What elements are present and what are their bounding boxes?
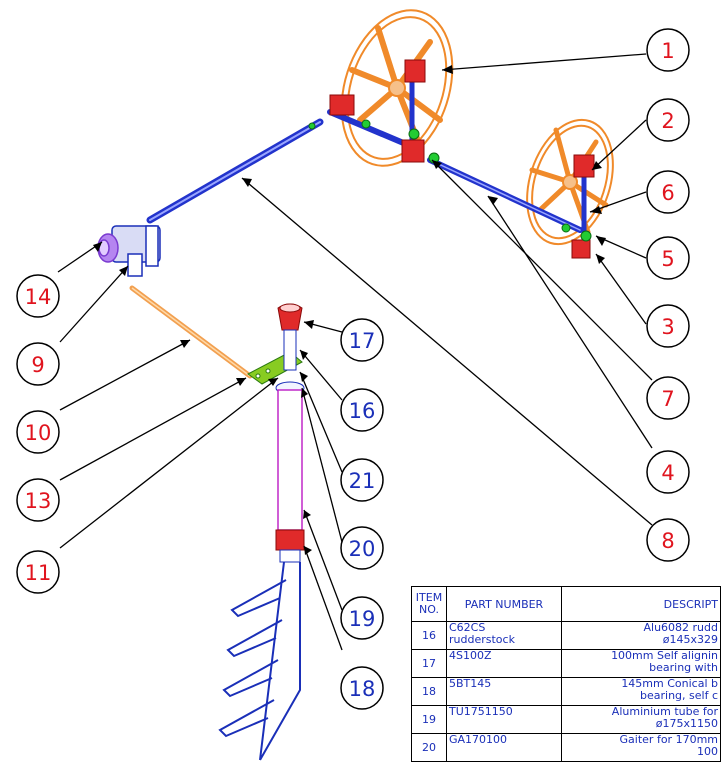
item-balloon-11: 11 [16, 550, 60, 594]
item-balloon-3: 3 [646, 304, 690, 348]
bom-cell-item: 19 [411, 705, 447, 734]
balloon-circle [646, 304, 690, 348]
balloon-number: 16 [349, 399, 376, 423]
balloon-number: 1 [661, 39, 674, 63]
item-balloon-17: 17 [340, 318, 384, 362]
balloon-number: 19 [349, 607, 376, 631]
balloon-number: 21 [349, 469, 376, 493]
item-balloon-9: 9 [16, 342, 60, 386]
item-balloon-6: 6 [646, 170, 690, 214]
item-balloon-1: 1 [646, 28, 690, 72]
rudder-stock [275, 303, 305, 563]
item-balloon-10: 10 [16, 410, 60, 454]
balloon-number: 17 [349, 329, 376, 353]
balloon-circle [646, 98, 690, 142]
bom-header-row: ITEM NO. PART NUMBER DESCRIPT [411, 586, 721, 622]
bom-cell-desc: 145mm Conical b bearing, self c [561, 677, 721, 706]
item-balloon-13: 13 [16, 478, 60, 522]
balloon-circle [646, 170, 690, 214]
item-balloon-16: 16 [340, 388, 384, 432]
steering-wheel-small [526, 118, 614, 246]
bom-cell-part: C62CS rudderstock [446, 621, 562, 650]
item-balloon-8: 8 [646, 518, 690, 562]
item-balloon-21: 21 [340, 458, 384, 502]
balloon-circle [646, 236, 690, 280]
bom-cell-item: 18 [411, 677, 447, 706]
bom-cell-part: 5BT145 [446, 677, 562, 706]
item-balloon-18: 18 [340, 666, 384, 710]
bom-cell-part: TU1751150 [446, 705, 562, 734]
leader-arrowheads [93, 65, 606, 555]
balloon-number: 2 [661, 109, 674, 133]
bom-cell-desc: 100mm Self alignin bearing with [561, 649, 721, 678]
steering-wheel-large [340, 9, 454, 167]
balloon-circle [16, 342, 60, 386]
item-balloon-14: 14 [16, 274, 60, 318]
balloon-circle [340, 318, 384, 362]
balloon-number: 3 [661, 315, 674, 339]
bom-cell-item: 17 [411, 649, 447, 678]
balloon-circle [646, 376, 690, 420]
bom-cell-item: 20 [411, 733, 447, 762]
balloon-circle [340, 666, 384, 710]
gearboxes [329, 59, 595, 259]
balloon-circle [16, 550, 60, 594]
balloon-number: 13 [25, 489, 52, 513]
tie-rod [129, 285, 253, 379]
item-balloon-7: 7 [646, 376, 690, 420]
balloon-circle [646, 450, 690, 494]
balloon-circle [340, 458, 384, 502]
bom-header-item: ITEM NO. [411, 586, 447, 622]
balloon-number: 9 [31, 353, 44, 377]
balloon-number: 7 [661, 387, 674, 411]
item-balloon-20: 20 [340, 526, 384, 570]
bom-header-desc: DESCRIPT [561, 586, 721, 622]
bom-cell-desc: Aluminium tube for ø175x1150 [561, 705, 721, 734]
balloon-circle [340, 526, 384, 570]
bom-cell-part: GA170100 [446, 733, 562, 762]
balloon-circle [16, 410, 60, 454]
leader-lines [57, 53, 653, 651]
balloon-number: 20 [349, 537, 376, 561]
item-balloon-19: 19 [340, 596, 384, 640]
balloon-number: 4 [661, 461, 674, 485]
rudder-blade [218, 561, 301, 761]
balloon-number: 11 [25, 561, 52, 585]
item-balloon-4: 4 [646, 450, 690, 494]
balloon-circle [16, 274, 60, 318]
balloon-circle [646, 28, 690, 72]
balloon-circle [340, 388, 384, 432]
balloon-number: 18 [349, 677, 376, 701]
bom-cell-desc: Alu6082 rudd ø145x329 [561, 621, 721, 650]
drive-unit [97, 225, 161, 277]
balloon-number: 8 [661, 529, 674, 553]
item-balloon-2: 2 [646, 98, 690, 142]
balloon-number: 14 [25, 285, 52, 309]
bom-cell-item: 16 [411, 621, 447, 650]
balloon-circle [16, 478, 60, 522]
bom-cell-part: 4S100Z [446, 649, 562, 678]
bom-cell-desc: Gaiter for 170mm 100 [561, 733, 721, 762]
item-balloon-5: 5 [646, 236, 690, 280]
shaft-fittings [308, 119, 592, 242]
balloon-number: 6 [661, 181, 674, 205]
balloon-number: 10 [25, 421, 52, 445]
balloon-circle [646, 518, 690, 562]
balloon-circle [340, 596, 384, 640]
balloon-number: 5 [661, 247, 674, 271]
bom-header-part: PART NUMBER [446, 586, 562, 622]
